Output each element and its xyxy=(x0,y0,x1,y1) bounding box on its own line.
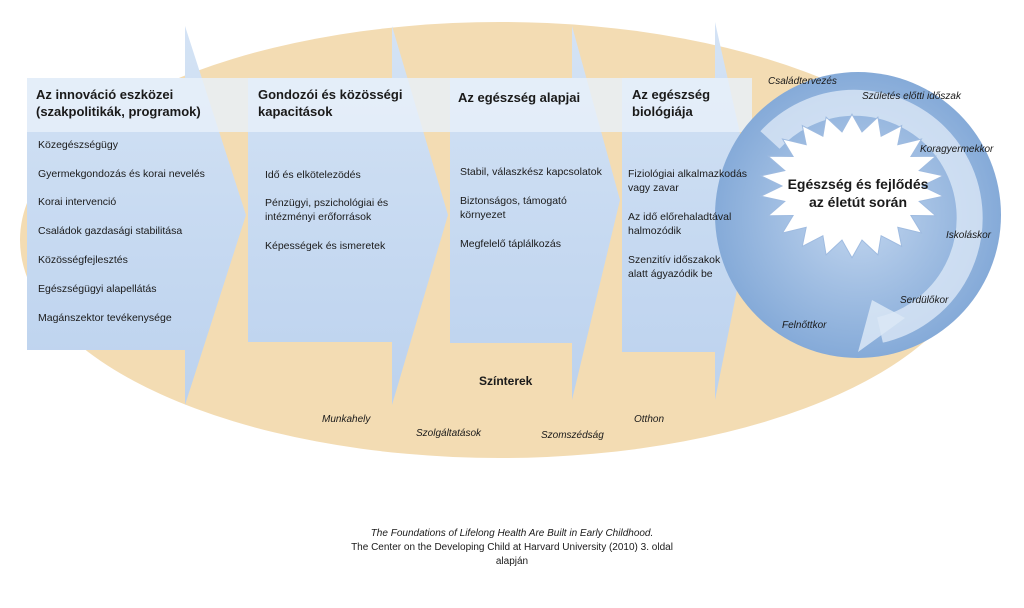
center-title-line-2: az életút során xyxy=(808,194,908,210)
column-3-item: Biztonságos, támogató xyxy=(460,195,567,207)
column-1-header-line-1: Az innováció eszközei xyxy=(36,87,174,102)
life-stage-label: Felnőttkor xyxy=(782,320,827,331)
column-3-item: környezet xyxy=(460,209,506,221)
caption-line-1: The Foundations of Lifelong Health Are B… xyxy=(370,528,654,539)
column-4-item: Fiziológiai alkalmazkodás xyxy=(628,168,748,180)
life-stage-label: Családtervezés xyxy=(768,76,837,87)
column-4-item: halmozódik xyxy=(628,225,682,237)
column-1-item: Korai intervenció xyxy=(38,196,117,208)
column-1-item: Egészségügyi alapellátás xyxy=(38,283,157,295)
column-2-item: Idő és elkötelezödés xyxy=(265,169,361,181)
center-title-line-1: Egészség és fejlődés xyxy=(787,176,929,192)
column-1-item: Közösségfejlesztés xyxy=(38,254,128,266)
life-course-arrow-head xyxy=(858,300,905,352)
column-4-header-line-1: Az egészség xyxy=(632,87,711,102)
column-2-item: Képességek és ismeretek xyxy=(265,240,386,252)
column-2-header-line-2: kapacitások xyxy=(258,104,333,119)
life-course-arrow-ring xyxy=(760,89,983,343)
column-3-item: Megfelelő táplálkozás xyxy=(460,238,561,250)
column-1-item: Családok gazdasági stabilitása xyxy=(38,225,183,237)
life-stage-label: Serdülőkor xyxy=(900,295,949,306)
header-band xyxy=(27,78,752,132)
settings-title: Színterek xyxy=(479,374,533,388)
starburst xyxy=(759,113,945,259)
life-stage-label: Születés előtti időszak xyxy=(862,91,961,102)
setting-label: Szolgáltatások xyxy=(416,428,482,439)
column-2-item: Pénzügyi, pszichológiai és xyxy=(265,197,389,209)
column-1-item: Közegészségügy xyxy=(38,139,118,151)
column-4-item: alatt ágyazódik be xyxy=(628,268,713,280)
column-4-item: vagy zavar xyxy=(628,182,679,194)
column-1-item: Magánszektor tevékenysége xyxy=(38,312,172,324)
column-2-item: intézményi erőforrások xyxy=(265,211,372,223)
column-3-item: Stabil, válaszkész kapcsolatok xyxy=(460,166,602,178)
column-4-item: Az idő előrehaladtával xyxy=(628,211,732,223)
column-1-item: Gyermekgondozás és korai nevelés xyxy=(38,168,205,180)
column-4-item: Szenzitív időszakok xyxy=(628,254,721,266)
column-3-header: Az egészség alapjai xyxy=(458,90,581,105)
life-stage-label: Koragyermekkor xyxy=(920,144,994,155)
setting-label: Szomszédság xyxy=(541,430,604,441)
caption-line-3: alapján xyxy=(495,556,529,567)
column-4-header-line-2: biológiája xyxy=(632,104,693,119)
column-2-header-line-1: Gondozói és közösségi xyxy=(258,87,403,102)
setting-label: Munkahely xyxy=(322,414,371,425)
caption-line-2: The Center on the Developing Child at Ha… xyxy=(351,542,673,553)
life-stage-label: Iskoláskor xyxy=(946,230,992,241)
column-1-header-line-2: (szakpolitikák, programok) xyxy=(36,104,201,119)
setting-label: Otthon xyxy=(634,414,665,425)
